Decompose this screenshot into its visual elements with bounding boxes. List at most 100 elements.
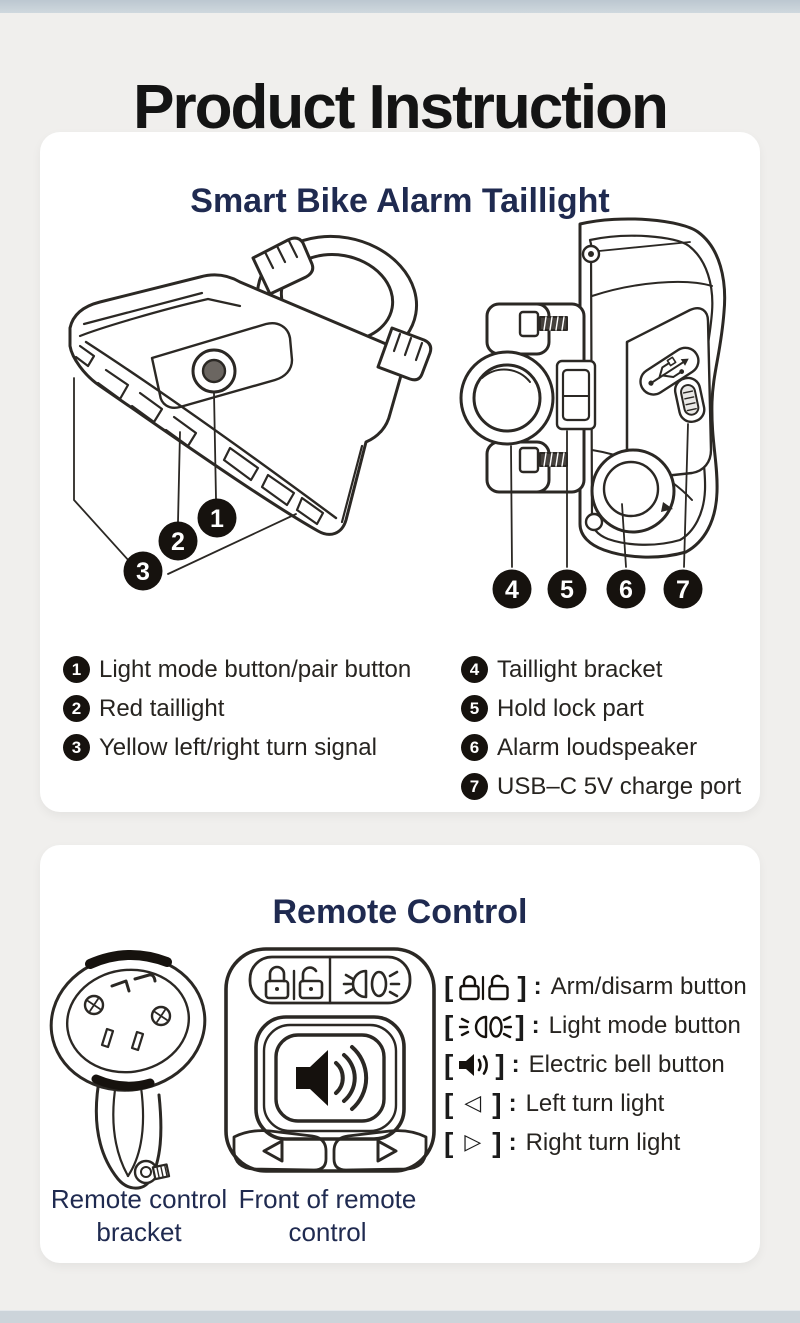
leader-line-1	[213, 392, 217, 500]
bracket-open: [	[444, 1010, 454, 1041]
remote-legend-item-left-turn: [ ◁ ] : Left turn light	[444, 1090, 747, 1118]
callout-1-number: 1	[210, 505, 224, 533]
leader-line-3a	[73, 377, 131, 563]
taillight-back-illustration: 4 5 6 7	[459, 217, 727, 609]
legend-label-7: USB–C 5V charge port	[497, 772, 742, 800]
left-turn-button	[232, 1129, 328, 1172]
electric-bell-icon	[456, 1050, 492, 1080]
remote-legend-label-right-turn: Right turn light	[525, 1129, 681, 1156]
remote-legend-item-light: [ ] : Light mode button	[444, 1012, 747, 1040]
remote-legend-label-left-turn: Left turn light	[525, 1090, 665, 1117]
legend-colon: :	[531, 1012, 540, 1039]
caption-remote-front: Front of remote control	[238, 1184, 417, 1247]
callout-badges-back: 4 5 6 7	[492, 569, 703, 609]
callout-6-number: 6	[619, 576, 633, 604]
callout-5-badge	[547, 569, 587, 609]
remote-bracket-illustration	[49, 950, 207, 1190]
top-decorative-bar	[0, 0, 800, 13]
legend-badge-7: 7	[461, 773, 488, 800]
leader-line-6	[621, 503, 627, 568]
callout-4-number: 4	[505, 576, 519, 604]
leader-line-2	[177, 431, 181, 523]
legend-item-4: 4 Taillight bracket	[461, 656, 741, 683]
remote-legend-label-light: Light mode button	[548, 1012, 741, 1039]
caption-remote-bracket: Remote control bracket	[50, 1184, 228, 1247]
callout-1-badge	[197, 498, 237, 538]
remote-legend-label-arm: Arm/disarm button	[550, 973, 747, 1000]
legend-badge-5: 5	[461, 695, 488, 722]
legend-item-6: 6 Alarm loudspeaker	[461, 734, 741, 761]
legend-badge-1: 1	[63, 656, 90, 683]
bracket-open: [	[444, 971, 454, 1002]
legend-colon: :	[508, 1129, 517, 1156]
taillight-section-card: Smart Bike Alarm Taillight	[40, 132, 760, 812]
usb-c-port	[673, 376, 706, 423]
legend-badge-3: 3	[63, 734, 90, 761]
legend-colon: :	[508, 1090, 517, 1117]
legend-item-3: 3 Yellow left/right turn signal	[63, 734, 411, 761]
right-turn-button	[332, 1129, 428, 1172]
callout-4-badge	[492, 569, 532, 609]
clamp-bolt-bottom	[518, 446, 568, 474]
legend-label-5: Hold lock part	[497, 694, 644, 722]
legend-badge-6: 6	[461, 734, 488, 761]
legend-badge-4: 4	[461, 656, 488, 683]
bracket-close: ]	[517, 971, 527, 1002]
taillight-front-illustration: 1 2 3	[68, 234, 433, 591]
taillight-legend-left: 1 Light mode button/pair button 2 Red ta…	[63, 656, 411, 773]
remote-front-illustration	[224, 947, 436, 1173]
left-triangle-icon	[262, 1139, 284, 1163]
callout-6-badge	[606, 569, 646, 609]
mount-disc-inner	[65, 968, 191, 1074]
page-title: Product Instruction	[133, 72, 669, 142]
taillight-legend-right: 4 Taillight bracket 5 Hold lock part 6 A…	[461, 656, 741, 812]
legend-colon: :	[511, 1051, 520, 1078]
legend-label-3: Yellow left/right turn signal	[99, 733, 377, 761]
callout-2-badge	[158, 521, 198, 561]
electric-bell-button	[274, 1033, 386, 1123]
clamp-bolt-top	[518, 310, 568, 338]
remote-legend-item-right-turn: [ ▷ ] : Right turn light	[444, 1129, 747, 1157]
bracket-close: ]	[492, 1088, 502, 1119]
left-turn-icon: ◁	[464, 1091, 482, 1116]
right-triangle-icon	[376, 1139, 398, 1163]
callout-7-number: 7	[676, 576, 690, 604]
bracket-open: [	[444, 1088, 454, 1119]
remote-legend-item-bell: [ ] : Electric bell button	[444, 1051, 747, 1079]
arm-disarm-button-icon	[264, 965, 324, 1001]
legend-label-1: Light mode button/pair button	[99, 655, 412, 683]
leader-line-4	[510, 445, 513, 568]
callout-badges-front: 1 2 3	[123, 498, 237, 591]
remote-legend-item-arm: [ ] : Arm/disarm button	[444, 973, 747, 1001]
leader-line-3b	[167, 513, 297, 575]
speaker-icon	[296, 1045, 369, 1111]
taillight-body-outline	[68, 273, 405, 536]
bracket-ring-inner	[472, 363, 542, 433]
remote-section-card: Remote Control	[40, 845, 760, 1263]
arm-disarm-icon	[456, 972, 514, 1002]
legend-label-2: Red taillight	[99, 694, 225, 722]
legend-colon: :	[533, 973, 542, 1000]
legend-item-7: 7 USB–C 5V charge port	[461, 773, 741, 800]
remote-legend: [ ] : Arm/disarm button [	[444, 973, 747, 1168]
bracket-close: ]	[492, 1127, 502, 1158]
right-turn-icon: ▷	[464, 1130, 482, 1155]
callout-5-number: 5	[560, 576, 574, 604]
legend-item-1: 1 Light mode button/pair button	[63, 656, 411, 683]
legend-badge-2: 2	[63, 695, 90, 722]
light-mode-icon	[456, 1011, 513, 1041]
bracket-close: ]	[495, 1049, 505, 1080]
callout-2-number: 2	[171, 528, 185, 556]
legend-item-5: 5 Hold lock part	[461, 695, 741, 722]
legend-label-4: Taillight bracket	[497, 655, 663, 683]
remote-body-outline	[224, 947, 436, 1173]
light-mode-button-icon	[342, 969, 401, 999]
callout-3-number: 3	[136, 558, 150, 586]
bracket-open: [	[444, 1049, 454, 1080]
usb-symbol	[639, 346, 700, 396]
remote-legend-label-bell: Electric bell button	[528, 1051, 725, 1078]
bottom-decorative-bar	[0, 1310, 800, 1323]
leader-line-7	[683, 423, 689, 568]
callout-7-badge	[663, 569, 703, 609]
